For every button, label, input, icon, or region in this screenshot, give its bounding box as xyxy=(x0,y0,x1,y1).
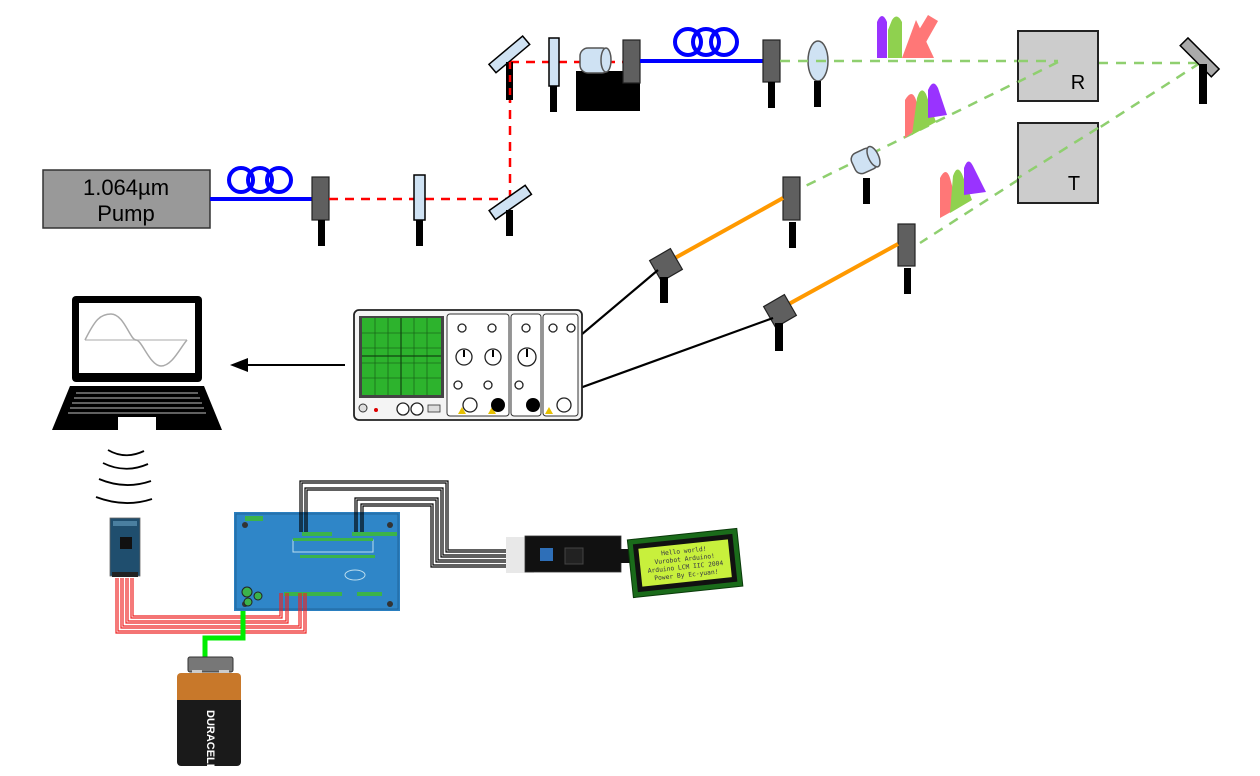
sine-wave xyxy=(84,313,188,367)
half-wave-plate-1 xyxy=(413,174,426,246)
orange-fiber-1 xyxy=(674,196,784,260)
reference-detector-box: R xyxy=(1017,30,1099,102)
arduino-pcb xyxy=(234,512,400,611)
mirror-2 xyxy=(487,34,531,102)
photodetector-1 xyxy=(648,247,684,303)
bluetooth-module xyxy=(109,517,141,577)
pump-fiber-coil xyxy=(210,166,313,201)
half-wave-plate-2 xyxy=(548,37,560,112)
i2c-wires xyxy=(299,480,517,568)
collimating-lens xyxy=(807,40,829,107)
laptop xyxy=(52,296,222,430)
channel-2-input xyxy=(526,398,540,412)
pump-label-wavelength: 1.064µm xyxy=(83,175,169,200)
fiber-coupler-2 xyxy=(897,223,916,294)
detector-r-label: R xyxy=(1071,72,1085,94)
fiber-coupler-1 xyxy=(782,176,801,248)
contrast-potentiometer xyxy=(540,548,553,561)
power-wire xyxy=(202,611,246,660)
detector-t-label: T xyxy=(1068,173,1080,195)
pump-laser: 1.064µm Pump xyxy=(42,169,211,229)
lcd-display: Hello world! Vurobot Arduino! Arduino LC… xyxy=(626,527,744,599)
trackpad xyxy=(118,417,156,430)
channel-1-input xyxy=(491,398,505,412)
battery-9v: DURACELL xyxy=(177,656,241,771)
spectrum-pulse-2 xyxy=(905,83,947,138)
battery-brand-label: DURACELL xyxy=(204,710,216,771)
spectrum-pulse-3 xyxy=(940,161,986,218)
pump-label-name: Pump xyxy=(97,201,154,226)
fiber-collimator-2 xyxy=(762,39,781,108)
lcd-line-1: Hello world! xyxy=(661,546,707,558)
transmission-detector-box: T xyxy=(1017,122,1099,204)
laptop-screen xyxy=(79,303,195,373)
orange-fiber-2 xyxy=(786,242,899,307)
fiber-collimator-1 xyxy=(311,176,330,246)
focusing-lens xyxy=(850,145,881,204)
wireless-signal-icon xyxy=(95,449,153,504)
i2c-adapter-module xyxy=(506,535,630,573)
bluetooth-wires xyxy=(115,578,307,634)
lcd-screen xyxy=(638,539,732,587)
data-transfer-arrow xyxy=(230,358,345,372)
spectrum-pulse-1 xyxy=(877,15,938,59)
mirror-1 xyxy=(488,184,533,236)
nonlinear-fiber-coil xyxy=(640,27,764,63)
coupling-lens-stage xyxy=(576,39,641,111)
oscilloscope xyxy=(353,309,583,421)
signal-beam xyxy=(780,59,1201,245)
keyboard xyxy=(68,392,206,414)
mirror-3 xyxy=(1179,36,1221,104)
